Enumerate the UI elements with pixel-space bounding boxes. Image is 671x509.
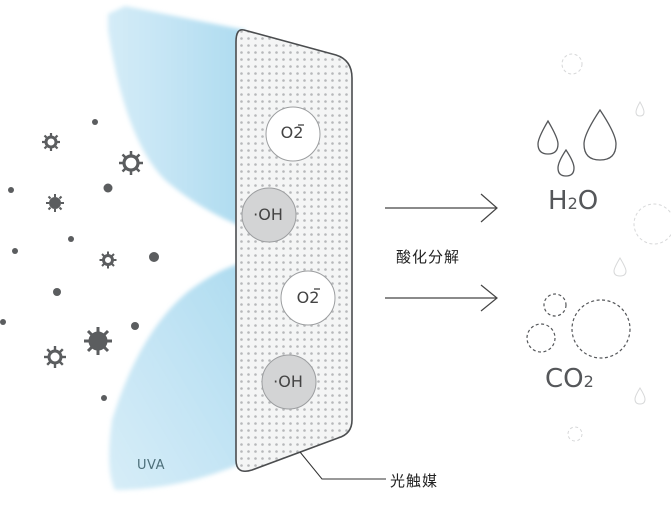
- particle-dot: [149, 252, 159, 262]
- germ-icon: [46, 194, 64, 212]
- bubble-icon: [561, 53, 583, 75]
- germ-icon: [84, 327, 112, 355]
- droplet-icon: [634, 387, 646, 405]
- panel-dots: [235, 28, 353, 473]
- carbon-dioxide-product-label: CO2: [545, 364, 594, 394]
- bubble-icon: [526, 323, 556, 353]
- bubble-icon: [567, 426, 583, 442]
- particle-dot: [8, 187, 14, 193]
- photocatalyst-label: 光触媒: [390, 472, 439, 490]
- particle-dot: [103, 183, 113, 193]
- arrow-right-icon: [385, 284, 498, 312]
- hydroxyl-circle: [261, 354, 317, 410]
- superoxide-radical-label: O2: [280, 123, 304, 142]
- water-product-label: H2O: [548, 186, 599, 216]
- superoxide-radical-label: O2: [296, 288, 320, 307]
- bubble-icon: [571, 299, 631, 359]
- pollutant-particles: [0, 119, 159, 401]
- germ-icon: [44, 346, 66, 368]
- arrow-right-icon: [385, 193, 498, 223]
- water-droplets: [537, 108, 617, 177]
- co2-bubbles: [526, 293, 631, 359]
- superoxide-circle: [265, 106, 321, 162]
- process-arrows: [385, 193, 498, 312]
- uv-beam-upper: [108, 6, 245, 228]
- droplet-icon: [537, 119, 559, 155]
- bubble-icon: [633, 203, 671, 245]
- photocatalyst-panel: [235, 28, 386, 480]
- particle-dot: [101, 395, 107, 401]
- particle-dot: [92, 119, 98, 125]
- germ-icon: [99, 251, 117, 269]
- uv-beam-lower: [109, 262, 245, 490]
- germ-icon: [42, 133, 60, 151]
- oxidative-decomposition-label: 酸化分解: [396, 248, 461, 266]
- particle-dot: [68, 236, 74, 242]
- faint-droplets: [613, 100, 646, 405]
- particle-dot: [131, 322, 139, 330]
- uva-label: UVA: [137, 458, 165, 473]
- droplet-icon: [583, 108, 617, 161]
- bubble-icon: [543, 293, 567, 317]
- uv-light-beams: [108, 6, 245, 490]
- hydroxyl-circle: [241, 187, 297, 243]
- particle-dot: [53, 288, 61, 296]
- germ-icon: [119, 151, 143, 175]
- superoxide-circle: [280, 270, 336, 326]
- hydroxyl-radical-label: ·OH: [253, 205, 283, 224]
- germ-icons: [42, 133, 143, 368]
- droplet-icon: [557, 148, 575, 177]
- particle-dot: [12, 248, 18, 254]
- hydroxyl-radical-label: ·OH: [273, 372, 303, 391]
- faint-bubbles: [561, 53, 671, 442]
- droplet-icon: [613, 257, 627, 277]
- droplet-icon: [635, 100, 645, 117]
- catalyst-leader-line: [299, 451, 386, 480]
- particle-dot: [0, 319, 6, 325]
